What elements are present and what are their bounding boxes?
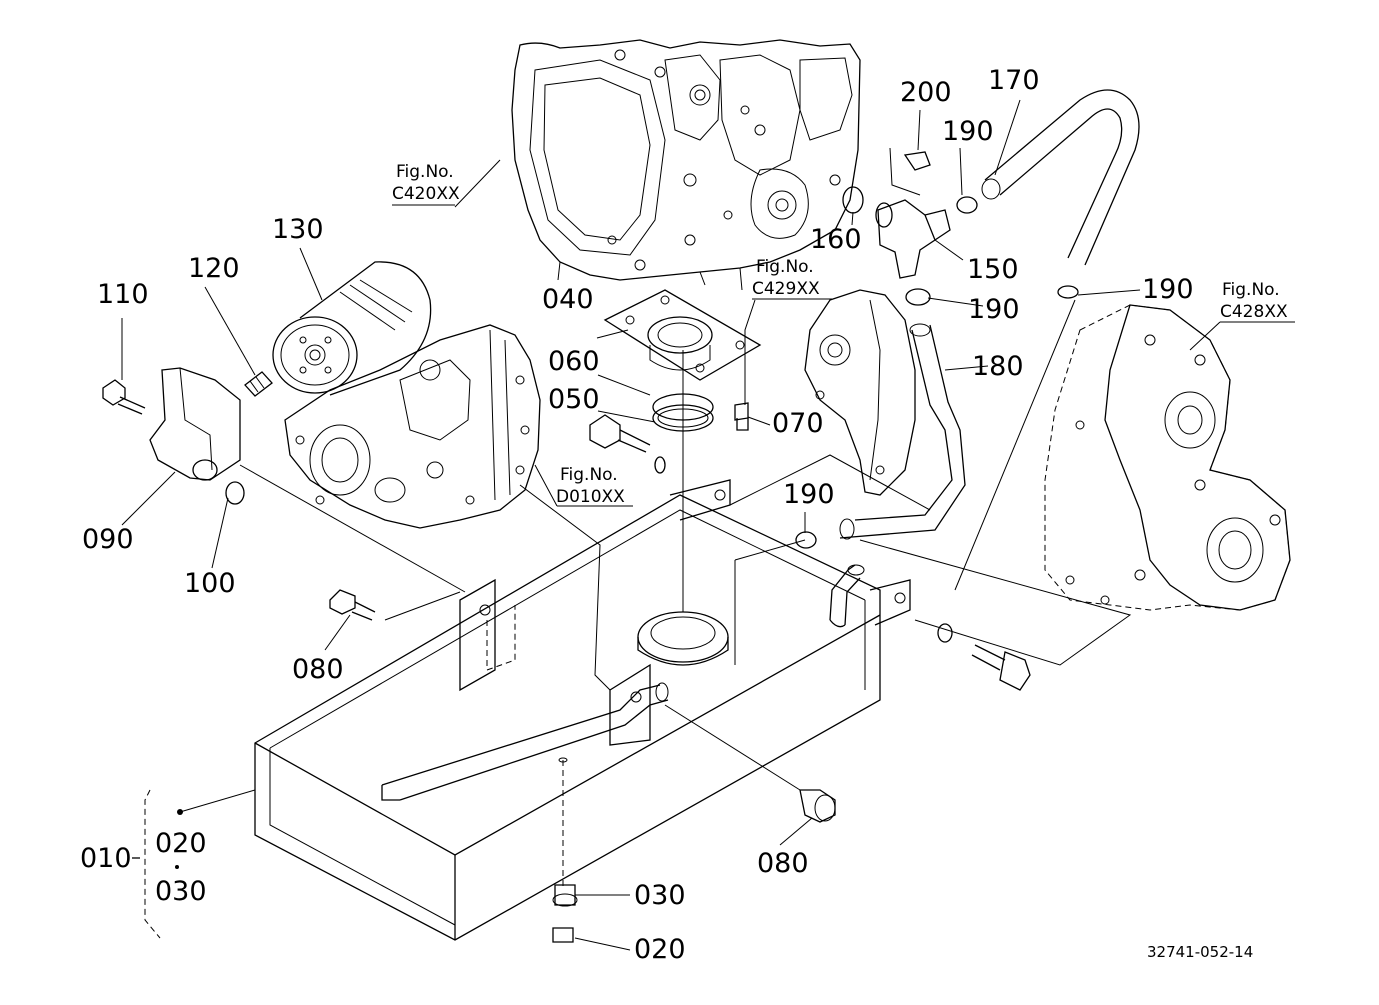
part-label-120: 120 [188, 253, 240, 284]
leader-lines [121, 99, 1295, 951]
part-label-190-right: 190 [1142, 274, 1194, 305]
part-label-150: 150 [967, 254, 1019, 285]
part-label-160: 160 [810, 224, 862, 255]
part-label-100: 100 [184, 568, 236, 599]
fig-ref-d010-line2: D010XX [556, 487, 625, 507]
fig-ref-c420-line2: C420XX [392, 184, 460, 204]
part-label-050: 050 [548, 384, 600, 415]
part-label-190-top: 190 [942, 116, 994, 147]
part-label-080-left: 080 [292, 654, 344, 685]
drawing-number: 32741-052-14 [1147, 943, 1253, 961]
part-label-020-kit: 020 [155, 828, 207, 859]
part-label-200: 200 [900, 77, 952, 108]
part-label-180: 180 [972, 351, 1024, 382]
gear-case-drawing [804, 289, 916, 496]
part-label-080-bottom: 080 [757, 848, 809, 879]
fig-ref-c429-line1: Fig.No. [756, 257, 814, 277]
fig-ref-d010-line1: Fig.No. [560, 465, 618, 485]
rear-case-drawing [1044, 304, 1291, 611]
oil-pan-drawing [254, 479, 911, 941]
fig-ref-c428-line1: Fig.No. [1222, 280, 1280, 300]
transmission-case-drawing [511, 39, 861, 291]
hose-fittings-drawing [734, 89, 1140, 549]
part-label-110: 110 [97, 279, 149, 310]
figure-reference-labels: Fig.No. C420XX Fig.No. C429XX Fig.No. C4… [392, 162, 1288, 507]
part-label-090: 090 [82, 524, 134, 555]
engine-block-drawing [284, 324, 541, 529]
part-label-190-middle: 190 [968, 294, 1020, 325]
fig-ref-c420-line1: Fig.No. [396, 162, 454, 182]
part-label-010: 010 [80, 843, 132, 874]
part-label-070: 070 [772, 408, 824, 439]
part-label-020: 020 [634, 934, 686, 965]
fig-ref-c429-line2: C429XX [752, 279, 820, 299]
oil-filter-drawing [102, 261, 432, 505]
bolts-drawing [329, 414, 1031, 943]
part-number-labels: 010 020 030 030 020 040 050 060 070 080 … [80, 65, 1194, 965]
part-label-030-kit: 030 [155, 876, 207, 907]
fig-ref-c428-line2: C428XX [1220, 302, 1288, 322]
part-label-060: 060 [548, 346, 600, 377]
part-label-040: 040 [542, 284, 594, 315]
part-label-190-lower: 190 [783, 479, 835, 510]
part-label-130: 130 [272, 214, 324, 245]
part-label-030: 030 [634, 880, 686, 911]
part-label-170: 170 [988, 65, 1040, 96]
